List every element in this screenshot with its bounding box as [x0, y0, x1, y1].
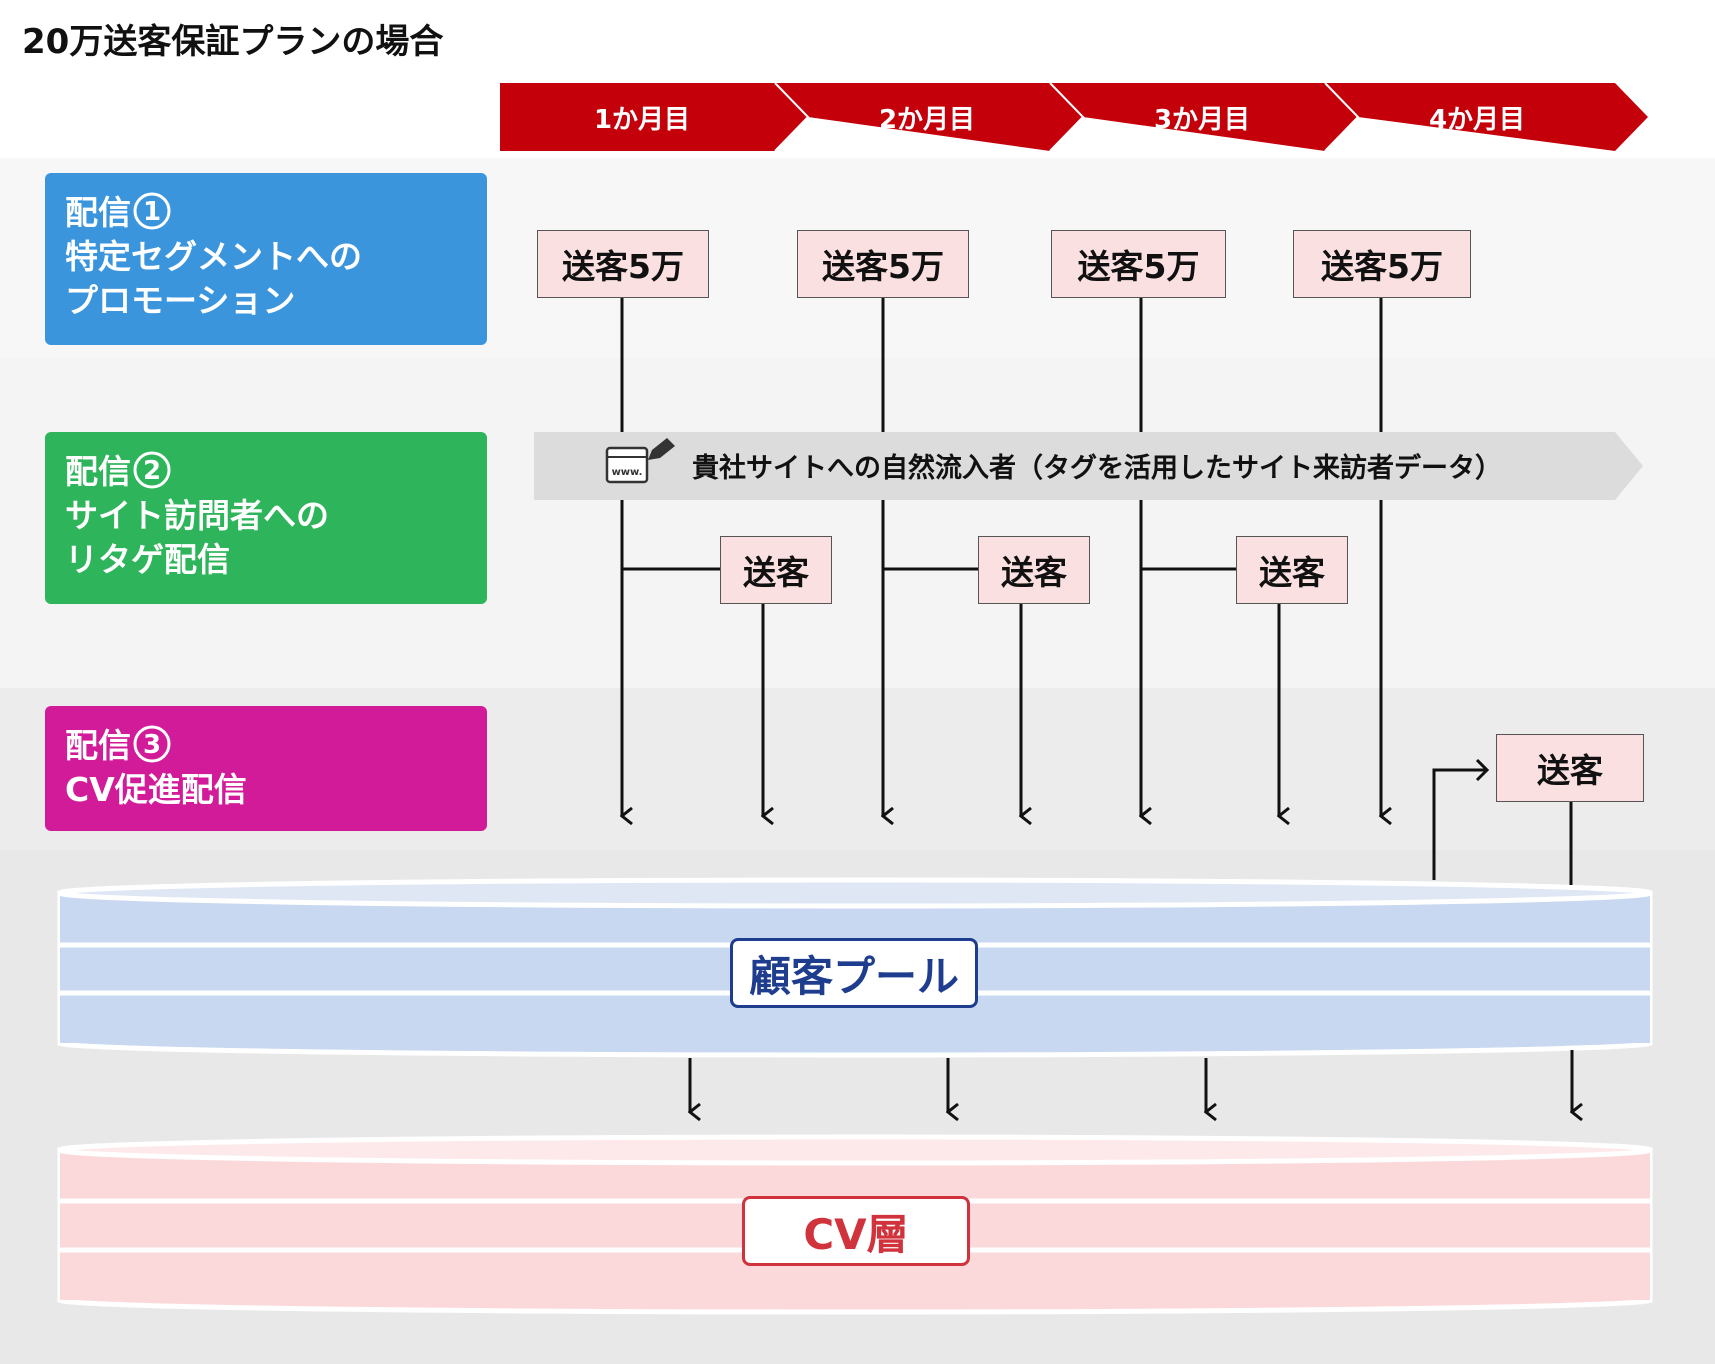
- month-arrow-1: [500, 83, 808, 151]
- channel-2-line-2: リタゲ配信: [65, 540, 230, 579]
- channel1-send-box-1: 送客5万: [537, 230, 709, 298]
- channel2-send-box-3: 送客: [1236, 536, 1348, 604]
- channel2-send-box-2: 送客: [978, 536, 1090, 604]
- channel-1-label: 配信: [65, 193, 131, 232]
- channel-1-box: 配信 1 特定セグメントへの プロモーション: [45, 173, 487, 345]
- channel-3-line-1: CV促進配信: [65, 770, 247, 809]
- channel-3-box: 配信 3 CV促進配信: [45, 706, 487, 831]
- organic-traffic-text: 貴社サイトへの自然流入者（タグを活用したサイト来訪者データ）: [692, 453, 1502, 484]
- month-label-2: 2か月目: [878, 104, 976, 135]
- browser-tag-icon: www.: [605, 438, 675, 484]
- month-arrow-4: [1325, 83, 1648, 151]
- month-arrow-3: [1050, 83, 1358, 151]
- organic-traffic-banner: [534, 432, 1643, 500]
- browser-tag-icon-text: www.: [612, 467, 643, 478]
- channel2-send-box-1: 送客: [720, 536, 832, 604]
- number-circle-1-text: 1: [143, 197, 161, 227]
- month-label-1: 1か月目: [593, 104, 691, 135]
- channel1-send-box-3: 送客5万: [1051, 230, 1226, 298]
- pool-to-cv-arrows: [690, 1050, 1572, 1112]
- number-circle-3-text: 3: [143, 730, 161, 760]
- month-label-4: 4か月目: [1428, 104, 1526, 135]
- month-arrow-2: [775, 83, 1083, 151]
- number-circle-3: 3: [133, 725, 171, 763]
- channel-2-label: 配信: [65, 452, 131, 491]
- month-label-3: 3か月目: [1153, 104, 1251, 135]
- month-timeline: [500, 82, 1648, 152]
- channel1-send-box-2: 送客5万: [797, 230, 969, 298]
- page-title: 20万送客保証プランの場合: [22, 22, 444, 62]
- number-circle-1: 1: [133, 192, 171, 230]
- cv-layer-label: CV層: [742, 1196, 970, 1266]
- channel-1-line-1: 特定セグメントへの: [65, 237, 362, 276]
- number-circle-2: 2: [133, 451, 171, 489]
- channel1-send-box-4: 送客5万: [1293, 230, 1471, 298]
- channel-1-line-2: プロモーション: [65, 281, 296, 320]
- channel-2-line-1: サイト訪問者への: [65, 496, 329, 535]
- channel3-send-box: 送客: [1496, 734, 1644, 802]
- customer-pool-label: 顧客プール: [730, 938, 978, 1008]
- channel-2-box: 配信 2 サイト訪問者への リタゲ配信: [45, 432, 487, 604]
- number-circle-2-text: 2: [143, 456, 161, 486]
- channel-3-label: 配信: [65, 726, 131, 765]
